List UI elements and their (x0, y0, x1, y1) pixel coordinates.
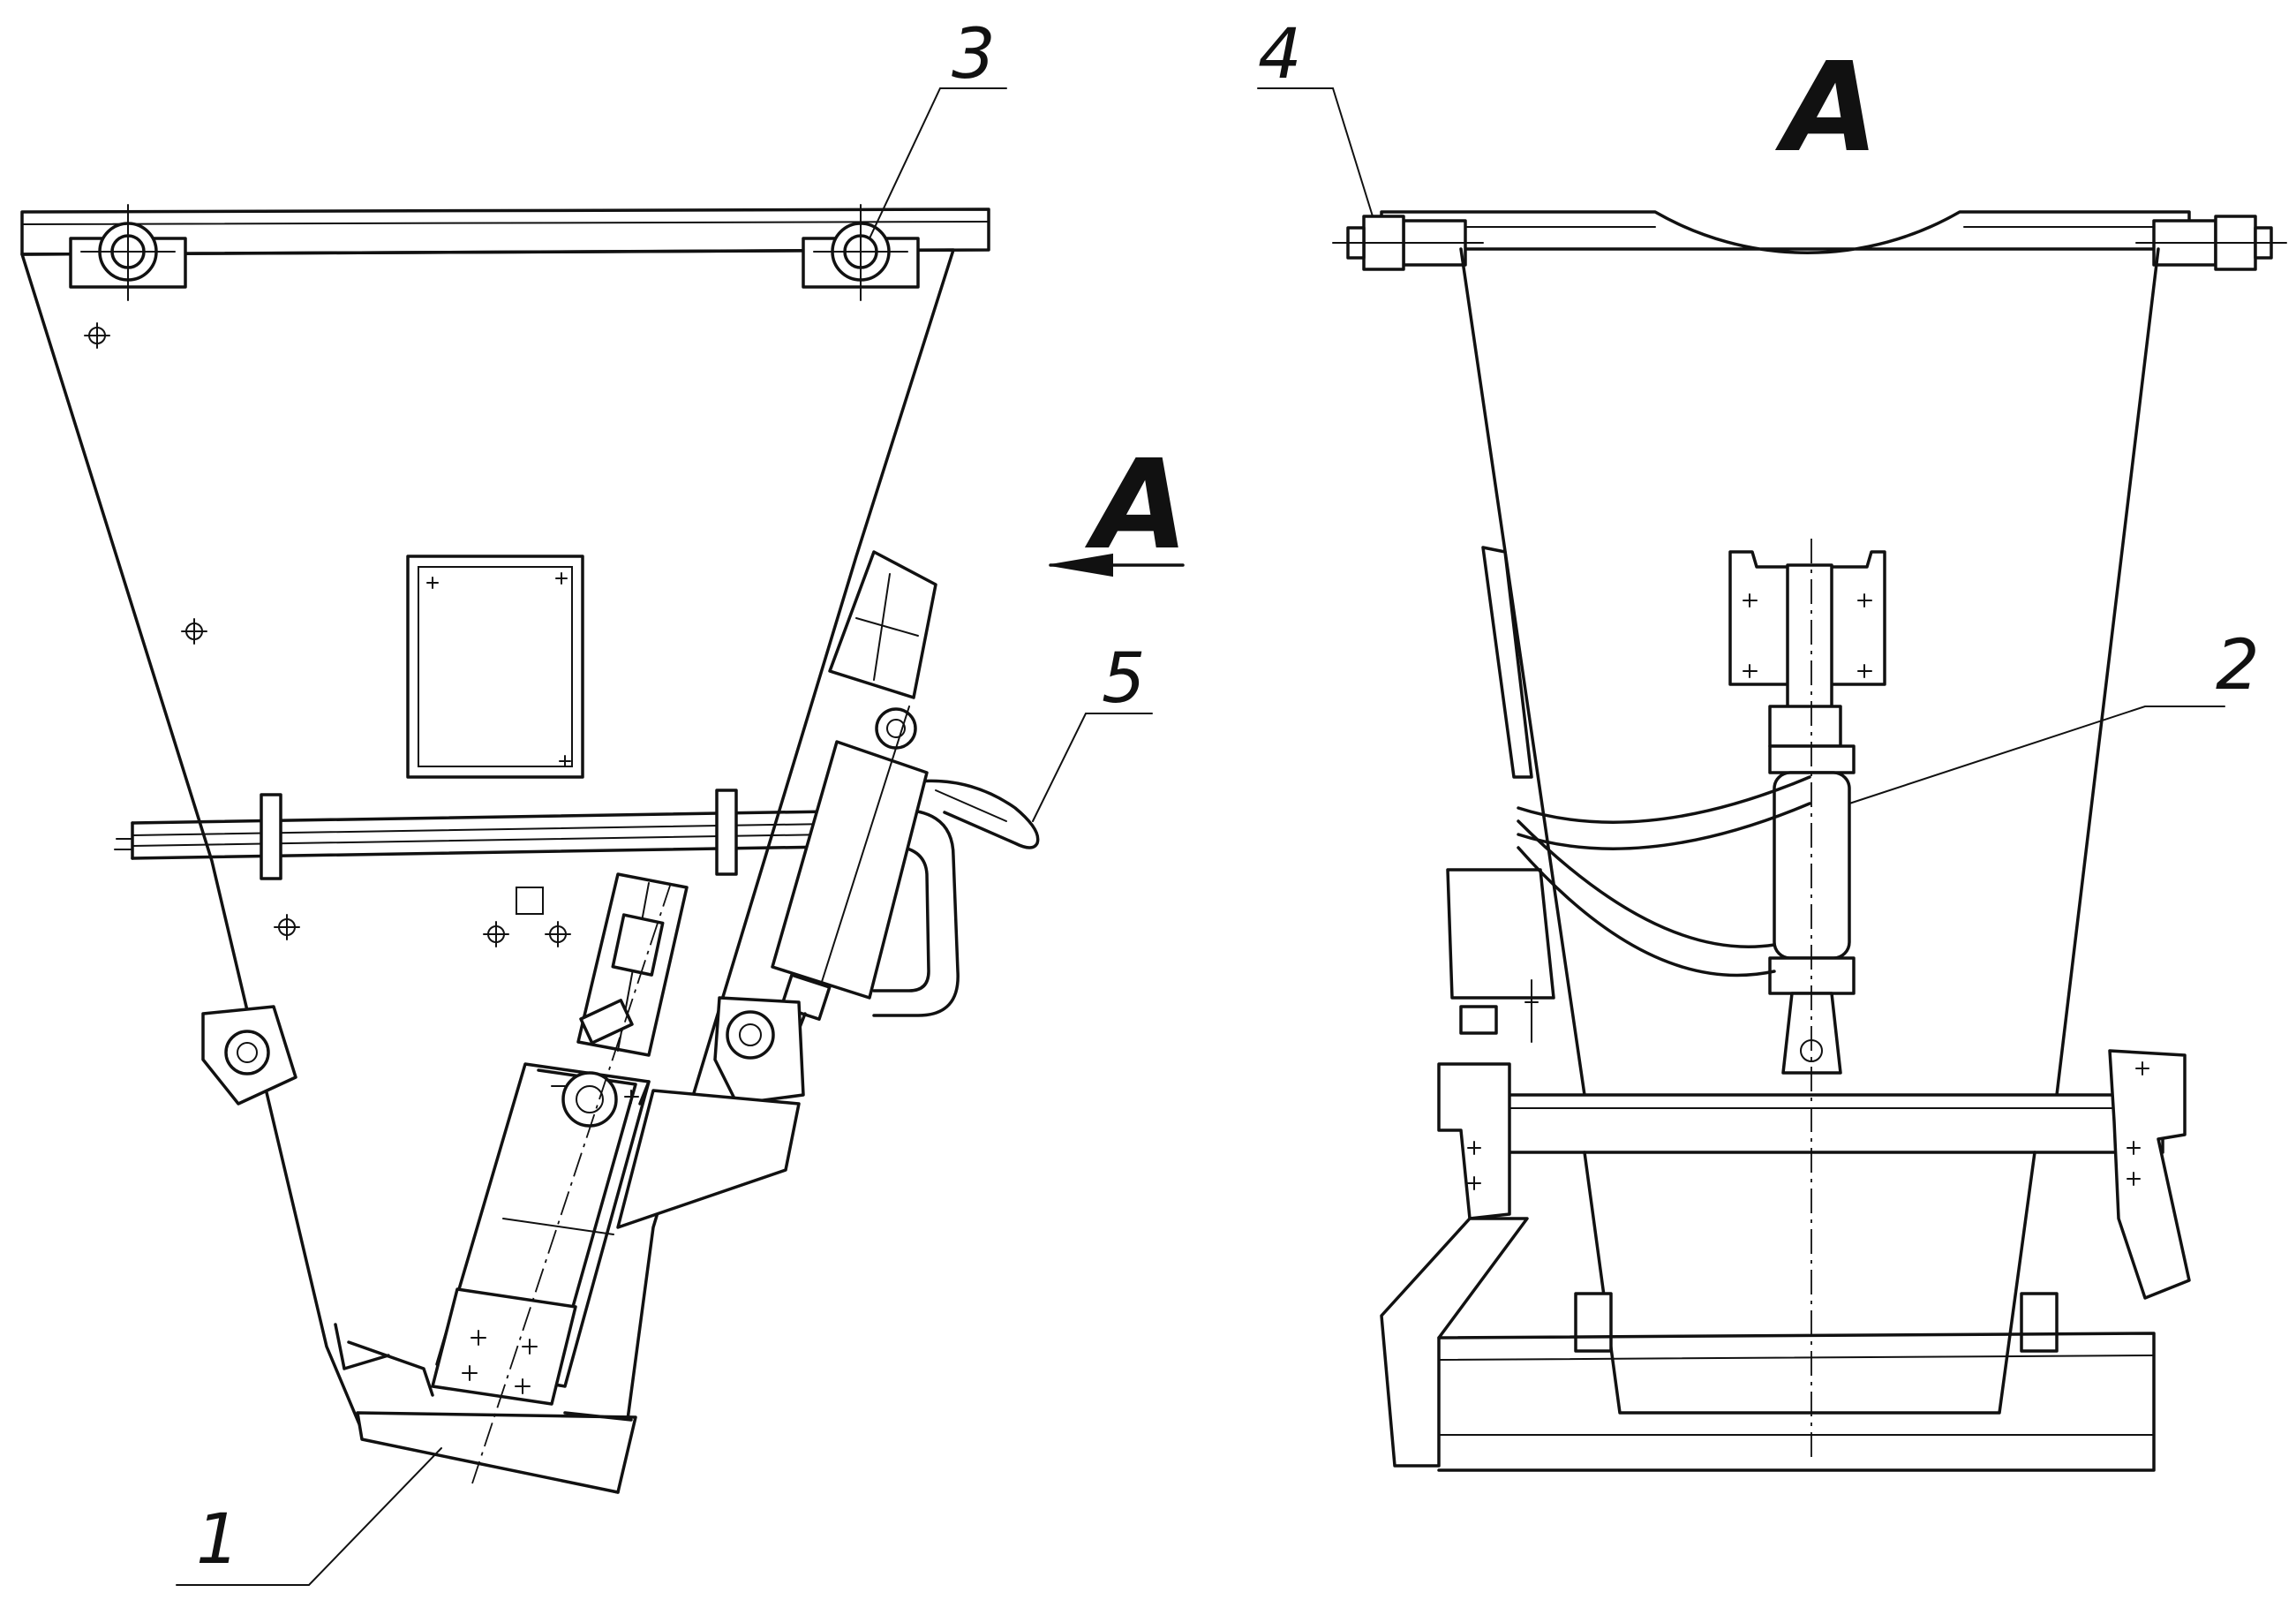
hose (916, 779, 1040, 849)
gate-arm (576, 872, 689, 1057)
side-view: 4 2 A (1257, 15, 2287, 1472)
lifting-eye-right (802, 204, 920, 301)
leader-lines (176, 87, 1153, 1586)
view-arrow-label: A (1084, 434, 1188, 577)
discharge-chute (334, 1323, 637, 1494)
side-top-flange (1380, 210, 2191, 254)
front-view: 1 3 5 A (20, 15, 1188, 1586)
callout-1: 1 (196, 1500, 240, 1580)
side-hose (1517, 775, 1811, 977)
trunnion-left (1332, 215, 1484, 271)
side-left-details (1446, 546, 1555, 1043)
lifting-eye-left (69, 204, 187, 301)
side-leader-lines (1257, 87, 2225, 804)
side-hopper-body (1459, 247, 2160, 1097)
hanger-left (1437, 1062, 1511, 1220)
lever-plate (713, 996, 805, 1106)
gate-axis (471, 882, 672, 1484)
hanger-right (2108, 1049, 2191, 1300)
callout-5: 5 (1102, 639, 1146, 719)
cross-beam (1464, 1093, 2164, 1154)
lower-hopper (1574, 1151, 2059, 1415)
inspection-hatch (406, 555, 584, 779)
trunnion-right (2135, 215, 2287, 271)
ear-bracket (201, 1005, 297, 1106)
callout-2: 2 (2216, 626, 2260, 706)
view-arrow (1049, 553, 1185, 577)
base-frame (1380, 1217, 2156, 1472)
gusset-plate (616, 1089, 801, 1229)
view-title: A (1774, 36, 1878, 180)
callout-4: 4 (1258, 15, 1302, 94)
callout-3: 3 (952, 15, 996, 94)
hopper-top-flange (20, 208, 990, 256)
bolt-marks (84, 322, 571, 947)
side-cylinder-mount (1728, 550, 1886, 748)
support-bracket (828, 550, 937, 699)
gate-plate (431, 1287, 577, 1406)
